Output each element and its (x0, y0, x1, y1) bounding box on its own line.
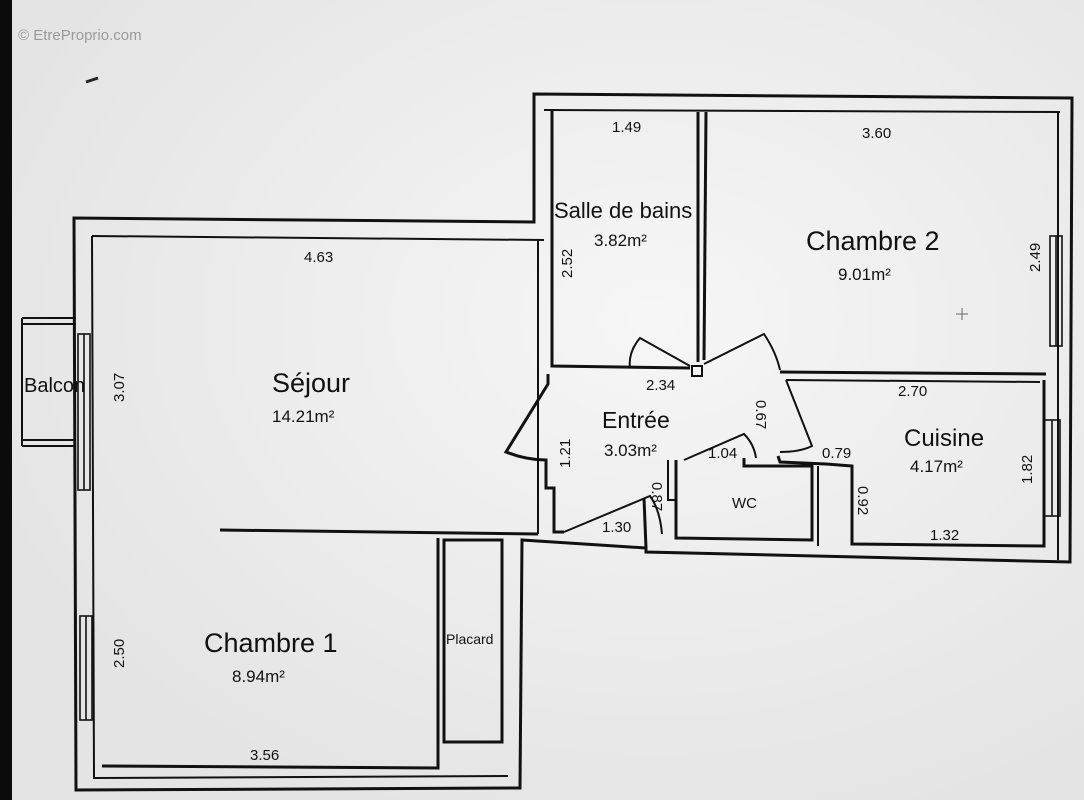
door-swings-top (628, 332, 781, 377)
chambre2-name: Chambre 2 (806, 226, 940, 256)
entree-walls (503, 374, 676, 549)
dim-cuisine-step-h: 0.92 (854, 486, 871, 515)
cuisine-name: Cuisine (904, 425, 984, 452)
dim-ch1-width: 3.56 (250, 747, 279, 764)
cross-mark (956, 308, 968, 320)
dim-sdb-height: 2.52 (559, 249, 576, 278)
dim-entree-side: 0.67 (752, 400, 769, 429)
plan-sheet (12, 0, 1084, 800)
sejour-chambre1-separation (101, 240, 539, 770)
dim-ch2-width: 3.60 (862, 125, 891, 142)
entree-name: Entrée (602, 407, 670, 433)
wc-name: WC (732, 495, 757, 512)
watermark: © EtreProprio.com (18, 27, 142, 44)
sejour-area: 14.21m² (272, 407, 335, 426)
chambre2-area: 9.01m² (838, 265, 891, 284)
dim-cuisine-width: 2.70 (898, 383, 927, 400)
dim-ch2-height: 2.49 (1027, 243, 1044, 272)
dim-ch1-height: 2.50 (111, 639, 128, 668)
salle-de-bains-area: 3.82m² (594, 231, 647, 250)
dim-entree-bottom: 1.30 (602, 519, 631, 536)
dim-sdb-width: 1.49 (612, 119, 641, 136)
balcon-name: Balcon (24, 375, 85, 397)
salle-de-bains-name: Salle de bains (554, 198, 692, 223)
salle-de-bains-walls (550, 110, 708, 370)
dim-entree-width: 2.34 (646, 377, 675, 394)
dim-sejour-width: 4.63 (304, 249, 333, 266)
outer-walls (72, 92, 1074, 792)
cuisine-area: 4.17m² (910, 457, 963, 476)
right-windows (1043, 235, 1063, 517)
dim-cuisine-height: 1.82 (1019, 455, 1036, 484)
cuisine-walls (776, 370, 1047, 548)
dim-entree-height: 1.21 (557, 439, 574, 468)
dim-cuisine-step-w: 0.79 (822, 445, 851, 462)
ink-mark (85, 76, 99, 84)
chambre1-area: 8.94m² (232, 667, 285, 686)
wc-walls (674, 432, 819, 546)
entree-area: 3.03m² (604, 441, 657, 460)
dim-sejour-height: 3.07 (111, 373, 128, 402)
placard-name: Placard (446, 631, 493, 647)
dim-wc-door: 0.87 (648, 482, 665, 511)
balcon (21, 317, 76, 447)
sejour-name: Séjour (272, 368, 350, 398)
left-windows (77, 333, 93, 721)
placard-walls (442, 538, 504, 744)
dim-wc-width: 1.04 (708, 445, 737, 462)
chambre1-name: Chambre 1 (204, 628, 338, 658)
dim-cuisine-bottom: 1.32 (930, 527, 959, 544)
